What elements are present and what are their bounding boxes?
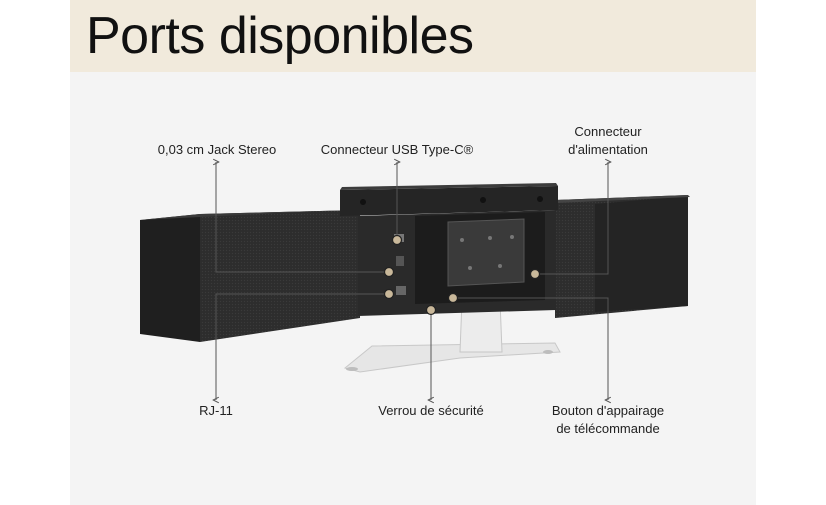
label-power-connector: Connecteur d'alimentation	[556, 123, 660, 159]
camera-bar	[340, 183, 558, 216]
right-speaker	[555, 195, 690, 318]
callout-lines	[216, 162, 608, 400]
power-leader	[535, 162, 608, 275]
jack-leader	[216, 162, 389, 273]
rj11-marker	[383, 288, 395, 300]
label-audio-jack: 0,03 cm Jack Stereo	[157, 142, 277, 157]
page-title: Ports disponibles	[86, 7, 474, 65]
label-pair-line2: de télécommande	[556, 421, 660, 436]
label-power-line1: Connecteur	[574, 124, 642, 139]
pair-marker	[447, 292, 459, 304]
pair-leader	[453, 297, 608, 400]
label-pair-line1: Bouton d'appairage	[551, 403, 665, 418]
power-marker	[529, 268, 541, 280]
power-socket	[396, 256, 404, 266]
label-power-line2: d'alimentation	[568, 142, 648, 157]
rj11-port	[396, 286, 406, 295]
usb-marker	[391, 234, 403, 246]
lock-marker	[425, 304, 437, 316]
label-rj11: RJ-11	[199, 403, 233, 418]
jack-marker	[383, 266, 395, 278]
port-panel	[358, 210, 556, 316]
label-usb-c: Connecteur USB Type-C®	[320, 142, 474, 157]
label-security-lock: Verrou de sécurité	[378, 403, 484, 418]
rj11-leader	[216, 293, 389, 400]
port-markers	[383, 234, 541, 316]
label-pairing-button: Bouton d'appairage de télécommande	[540, 402, 676, 438]
left-speaker	[140, 210, 360, 342]
title-bar: Ports disponibles	[70, 0, 756, 72]
